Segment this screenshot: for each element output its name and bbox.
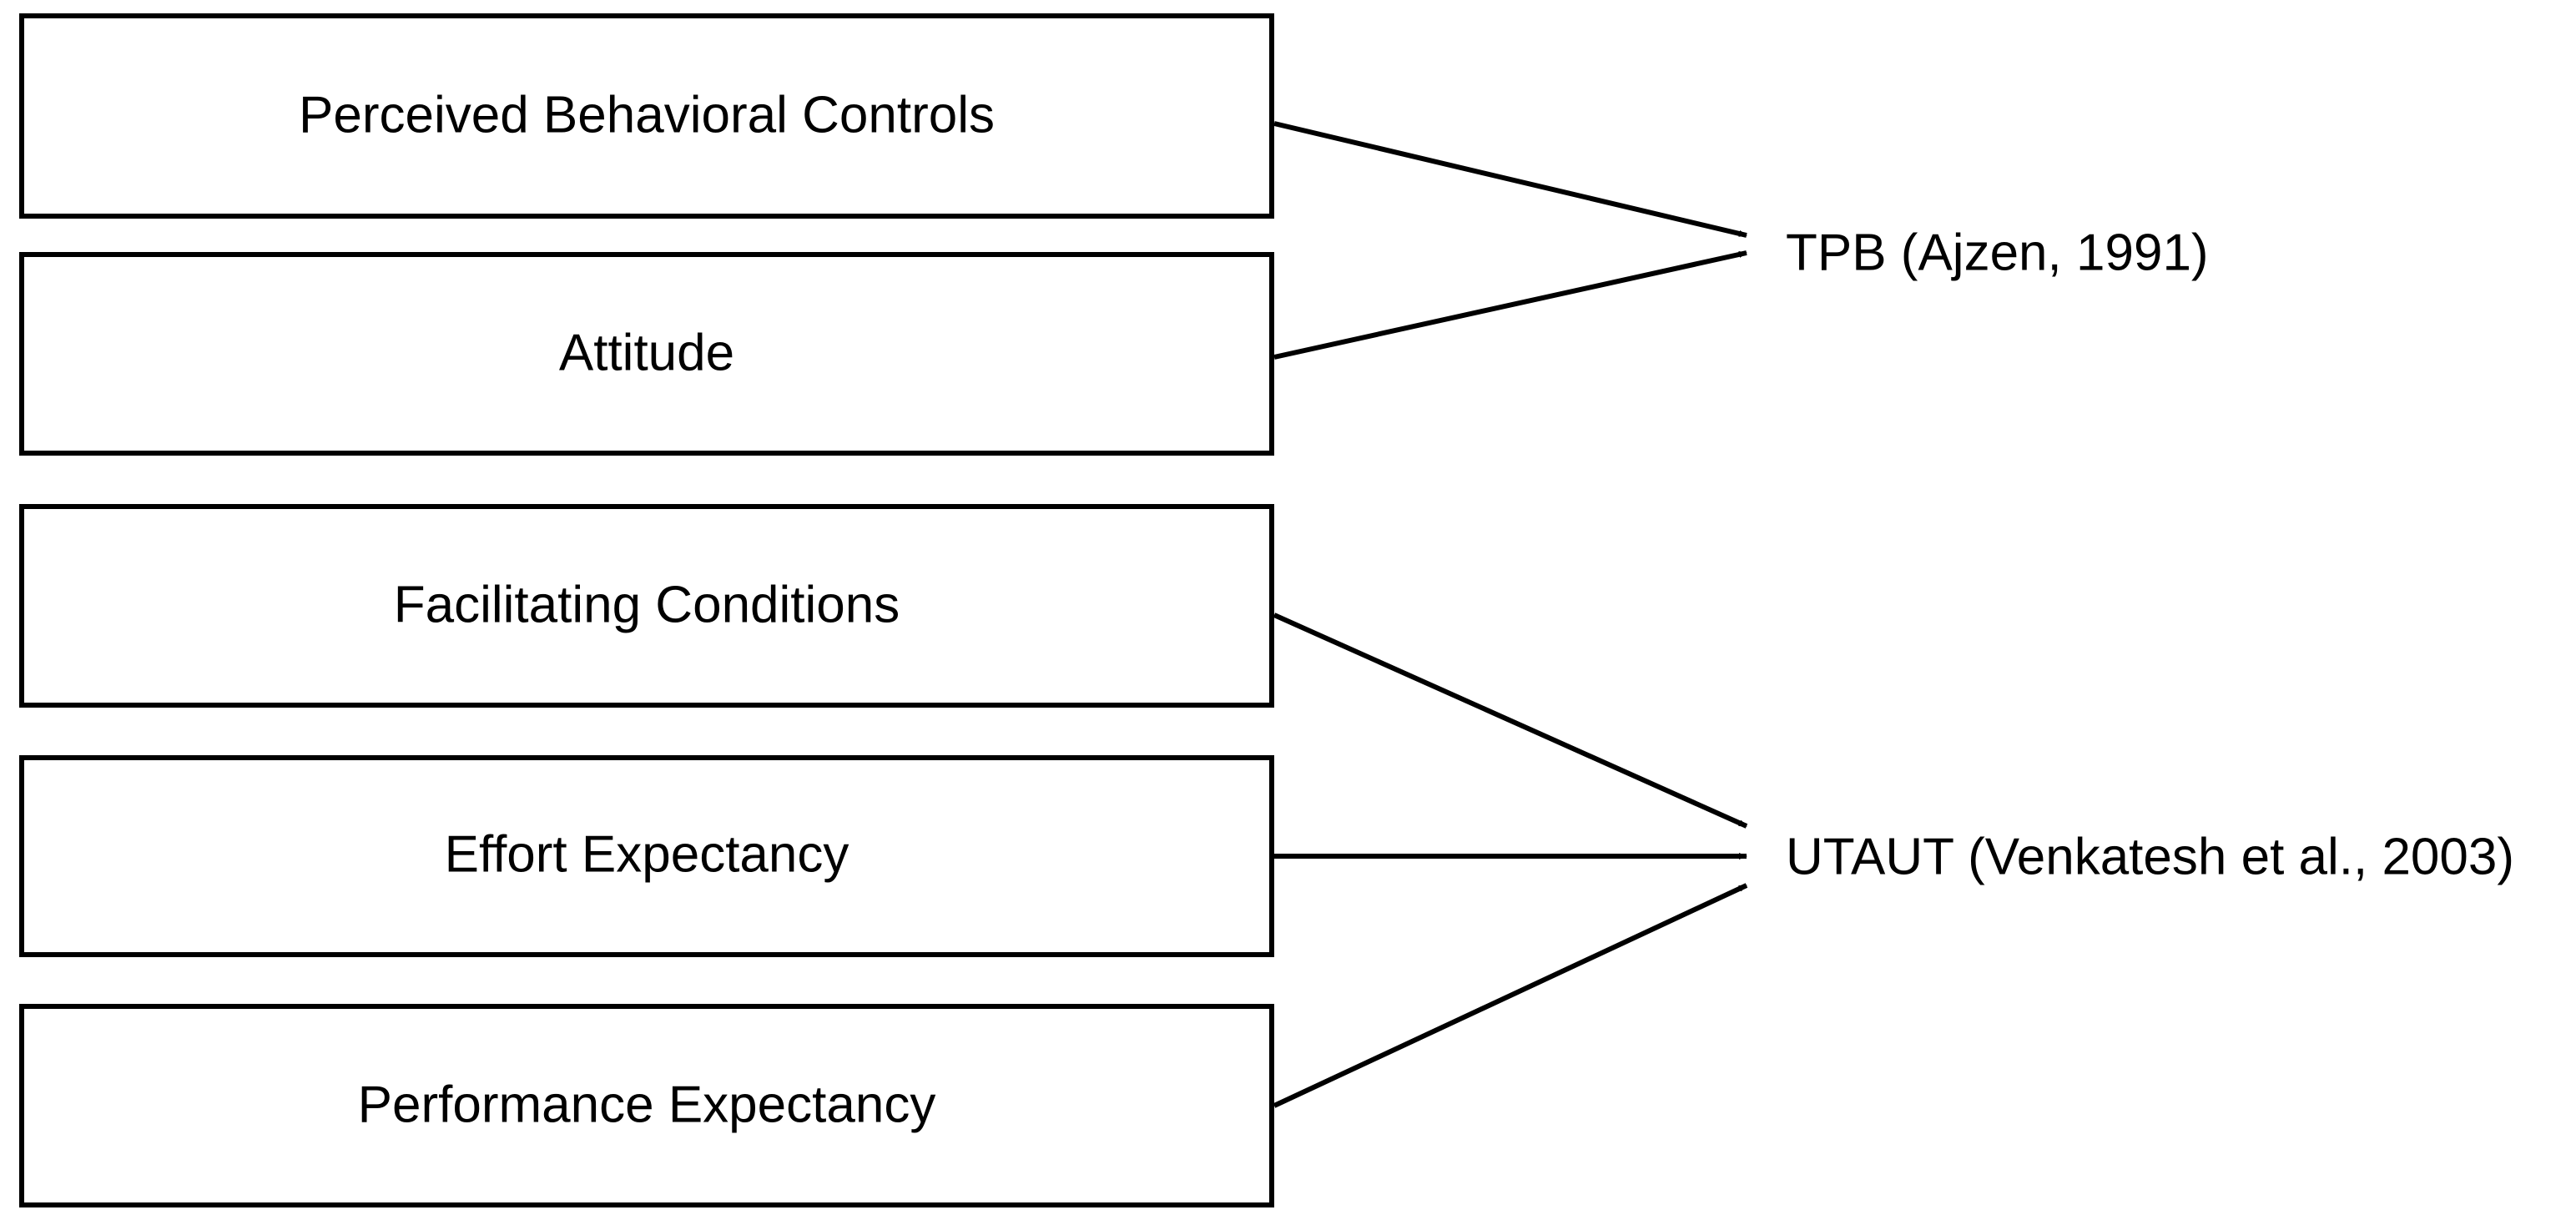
construct-box-attitude: Attitude [19, 252, 1274, 456]
arrow-performance-expectancy-to-utaut [1273, 883, 1748, 1108]
box-border [19, 755, 1274, 957]
construct-box-perceived-behavioral-controls: Perceived Behavioral Controls [19, 13, 1274, 219]
box-label-facilitating-conditions: Facilitating Conditions [394, 576, 900, 633]
target-label-tpb: TPB (Ajzen, 1991) [1786, 224, 2209, 281]
box-label-attitude: Attitude [559, 324, 734, 381]
arrow-attitude-to-tpb [1273, 250, 1747, 360]
box-label-performance-expectancy: Performance Expectancy [358, 1076, 936, 1133]
construct-box-effort-expectancy: Effort Expectancy [19, 755, 1274, 957]
box-border [19, 1004, 1274, 1207]
construct-box-performance-expectancy: Performance Expectancy [19, 1004, 1274, 1207]
box-label-perceived-behavioral-controls: Perceived Behavioral Controls [299, 86, 995, 144]
target-label-utaut: UTAUT (Venkatesh et al., 2003) [1786, 828, 2514, 885]
box-border [19, 13, 1274, 219]
arrow-facilitating-conditions-to-utaut [1273, 613, 1748, 829]
arrow-perceived-behavioral-controls-to-tpb [1273, 121, 1747, 238]
box-label-effort-expectancy: Effort Expectancy [445, 825, 849, 883]
box-border [19, 504, 1274, 708]
box-border [19, 252, 1274, 456]
construct-box-facilitating-conditions: Facilitating Conditions [19, 504, 1274, 708]
